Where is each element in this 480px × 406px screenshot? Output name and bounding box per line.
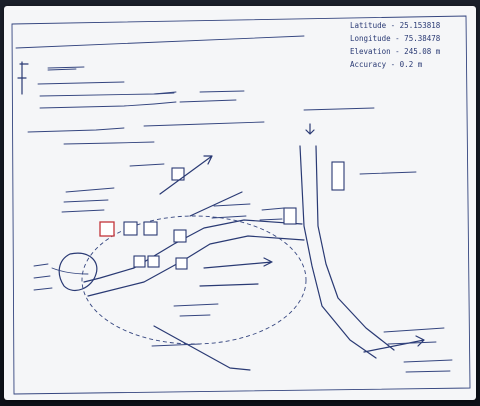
pointer-line [189, 191, 243, 217]
signature-scribble [383, 327, 453, 373]
road-right-edge [315, 145, 395, 351]
house [283, 207, 297, 225]
road-branch-top [83, 219, 303, 283]
legend-lines-2 [27, 121, 265, 145]
label-scribble [151, 343, 201, 347]
house [133, 255, 146, 268]
house [123, 221, 138, 236]
house [147, 255, 160, 268]
latitude-text: Latitude - 25.153818 [350, 21, 441, 30]
road-top-label [303, 107, 375, 111]
label-scribble [61, 163, 165, 213]
longitude-text: Longitude - 75.38478 [350, 34, 441, 43]
village-boundary [81, 215, 307, 345]
house [173, 229, 187, 243]
road-left-edge [299, 145, 377, 359]
label-scribble [259, 207, 285, 221]
pointer-arrow [159, 155, 213, 195]
house [171, 167, 185, 181]
pointer-line [153, 325, 251, 371]
hand-drawn-map: Latitude - 25.153818 Longitude - 75.3847… [11, 15, 471, 395]
legend-heading [47, 66, 85, 71]
legend-arrows [153, 91, 177, 105]
house [143, 221, 158, 236]
legend-lines [37, 81, 245, 109]
road-top-arrow [305, 123, 315, 135]
house [175, 257, 188, 270]
school-building [331, 161, 345, 191]
legend-marker [17, 61, 29, 95]
label-scribble [33, 263, 53, 291]
label-scribble [211, 203, 251, 219]
pointer-line [199, 283, 259, 287]
pond-stream [51, 267, 89, 275]
accuracy-text: Accuracy - 0.2 m [350, 60, 423, 69]
house-highlighted [99, 221, 115, 237]
label-scribble [359, 171, 417, 175]
page-border [11, 15, 471, 395]
header-rule [15, 35, 305, 49]
paper-sheet: Latitude - 25.153818 Longitude - 75.3847… [4, 6, 476, 400]
road-branch-bottom [87, 235, 305, 297]
pointer-arrow [203, 257, 273, 269]
elevation-text: Elevation - 245.08 m [350, 47, 441, 56]
label-scribble [173, 303, 219, 317]
pond [58, 252, 98, 291]
pointer-arrow [363, 335, 425, 353]
